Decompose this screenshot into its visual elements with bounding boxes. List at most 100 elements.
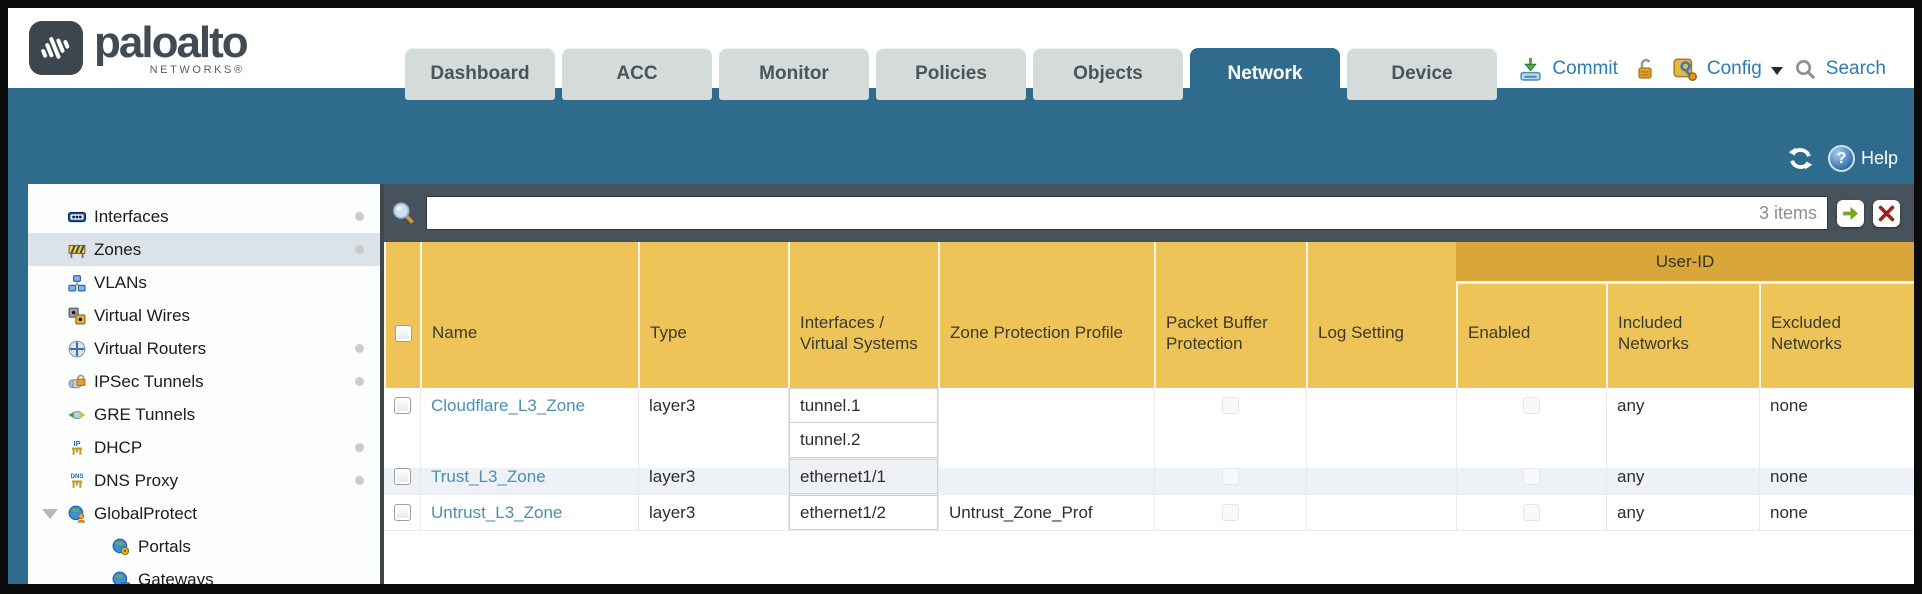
column-header-name[interactable]: Name (420, 242, 638, 388)
user-id-group-header: User-ID (1456, 242, 1914, 284)
commit-button[interactable]: Commit (1552, 58, 1618, 79)
column-header-included-networks[interactable]: Included Networks (1606, 242, 1759, 388)
portals-icon (112, 538, 130, 555)
sidebar-item-virtual-routers[interactable]: Virtual Routers (28, 332, 380, 365)
expander-triangle-icon[interactable] (42, 508, 58, 519)
filter-input[interactable] (437, 204, 1759, 222)
config-icon[interactable] (1672, 56, 1698, 82)
zone-protection-cell: Untrust_Zone_Prof (938, 495, 1154, 530)
virtual-routers-icon (68, 340, 86, 357)
tab-network[interactable]: Network (1190, 48, 1340, 100)
zones-icon (68, 244, 86, 258)
sidebar-item-label: VLANs (94, 272, 147, 292)
tab-objects[interactable]: Objects (1033, 48, 1183, 100)
config-caret-icon[interactable] (1770, 67, 1783, 75)
sidebar-item-dns-proxy[interactable]: DNS DNS Proxy (28, 464, 380, 497)
gre-tunnels-icon (68, 410, 86, 419)
tab-monitor[interactable]: Monitor (719, 48, 869, 100)
sidebar-item-interfaces[interactable]: Interfaces (28, 200, 380, 233)
included-networks-cell: any (1606, 459, 1759, 494)
help-link[interactable]: Help (1860, 148, 1898, 168)
tab-policies[interactable]: Policies (876, 48, 1026, 100)
user-id-enabled-checkbox[interactable] (1523, 397, 1540, 414)
zone-name-link[interactable]: Trust_L3_Zone (431, 466, 546, 486)
log-setting-cell (1306, 388, 1456, 468)
status-dot (355, 443, 364, 452)
row-checkbox[interactable] (393, 397, 411, 414)
sidebar-item-gre-tunnels[interactable]: GRE Tunnels (28, 398, 380, 431)
column-header-zone-protection-profile[interactable]: Zone Protection Profile (938, 242, 1154, 388)
tab-dashboard[interactable]: Dashboard (405, 48, 555, 100)
config-menu[interactable]: Config (1706, 58, 1762, 79)
filter-search-icon[interactable] (390, 200, 417, 227)
dns-proxy-icon: DNS (71, 474, 84, 488)
included-networks-cell: any (1606, 495, 1759, 530)
clear-filter-button[interactable] (1873, 199, 1900, 227)
interface-item: tunnel.2 (789, 423, 938, 458)
column-header-packet-buffer-protection[interactable]: Packet Buffer Protection (1154, 242, 1306, 388)
row-checkbox[interactable] (393, 504, 411, 521)
tab-acc[interactable]: ACC (562, 48, 712, 100)
filter-input-wrap: 3 items (426, 196, 1828, 230)
green-arrow-icon (1842, 206, 1859, 220)
sidebar-item-label: Virtual Wires (94, 305, 191, 325)
log-setting-cell (1306, 459, 1456, 494)
ipsec-tunnels-icon (68, 374, 86, 388)
refresh-icon[interactable] (1787, 145, 1814, 172)
tab-device[interactable]: Device (1347, 48, 1497, 100)
app-window: paloalto NETWORKS® Dashboard ACC Monitor… (8, 8, 1914, 584)
sidebar-item-vlans[interactable]: VLANs (28, 266, 380, 299)
interface-item: ethernet1/1 (789, 459, 938, 494)
search-icon[interactable] (1794, 58, 1817, 81)
user-id-enabled-checkbox[interactable] (1523, 468, 1540, 485)
sidebar-item-gateways[interactable]: Gateways (28, 563, 380, 584)
virtual-wires-icon (68, 307, 86, 324)
table-row: Untrust_L3_Zone layer3 ethernet1/2 Untru… (384, 495, 1914, 531)
sidebar-item-globalprotect[interactable]: GlobalProtect (28, 497, 380, 530)
sidebar-item-ipsec-tunnels[interactable]: IPSec Tunnels (28, 365, 380, 398)
packet-buffer-checkbox[interactable] (1222, 397, 1239, 414)
filter-bar: 3 items (384, 184, 1914, 242)
interfaces-cell: ethernet1/2 (788, 495, 938, 530)
sidebar-item-label: Gateways (138, 569, 214, 585)
column-header-log-setting[interactable]: Log Setting (1306, 242, 1456, 388)
status-dot (355, 476, 364, 485)
globalprotect-icon (68, 505, 85, 523)
excluded-networks-cell: none (1759, 495, 1914, 530)
sidebar-item-label: Interfaces (94, 206, 169, 226)
zones-table: User-ID Name Type Interfaces / Virtual S… (384, 242, 1914, 584)
lock-icon[interactable] (1633, 57, 1657, 81)
included-networks-cell: any (1606, 388, 1759, 468)
utility-actions: Commit Config Search (1518, 56, 1886, 82)
column-header-interfaces[interactable]: Interfaces / Virtual Systems (788, 242, 938, 388)
table-row: Cloudflare_L3_Zone layer3 tunnel.1 tunne… (384, 388, 1914, 468)
sidebar-item-label: Zones (94, 239, 142, 259)
column-header-excluded-networks[interactable]: Excluded Networks (1759, 242, 1914, 388)
help-icon[interactable]: ? (1827, 145, 1855, 172)
select-all-checkbox[interactable] (394, 324, 412, 342)
user-id-enabled-checkbox[interactable] (1523, 504, 1540, 521)
zone-type-cell: layer3 (638, 459, 788, 494)
row-checkbox[interactable] (393, 468, 411, 485)
apply-filter-button[interactable] (1837, 199, 1864, 227)
zone-name-link[interactable]: Untrust_L3_Zone (431, 502, 563, 522)
svg-text:DNS: DNS (71, 474, 84, 480)
zone-protection-cell (938, 459, 1154, 494)
column-header-enabled[interactable]: Enabled (1456, 242, 1606, 388)
zone-type-cell: layer3 (638, 495, 788, 530)
left-teal-strip (8, 184, 28, 584)
sidebar-item-virtual-wires[interactable]: Virtual Wires (28, 299, 380, 332)
search-link[interactable]: Search (1825, 58, 1886, 79)
column-header-type[interactable]: Type (638, 242, 788, 388)
sidebar-item-zones[interactable]: Zones (28, 233, 380, 266)
content-area: Interfaces Zones VLANs (8, 184, 1914, 584)
commit-icon[interactable] (1518, 57, 1543, 82)
sidebar-item-portals[interactable]: Portals (28, 530, 380, 563)
interface-item: ethernet1/2 (789, 495, 938, 530)
sidebar-item-dhcp[interactable]: IP DHCP (28, 431, 380, 464)
packet-buffer-checkbox[interactable] (1222, 504, 1239, 521)
interfaces-cell: tunnel.1 tunnel.2 (788, 388, 938, 458)
sidebar-item-label: GlobalProtect (94, 503, 197, 523)
packet-buffer-checkbox[interactable] (1222, 468, 1239, 485)
zone-name-link[interactable]: Cloudflare_L3_Zone (431, 396, 586, 415)
